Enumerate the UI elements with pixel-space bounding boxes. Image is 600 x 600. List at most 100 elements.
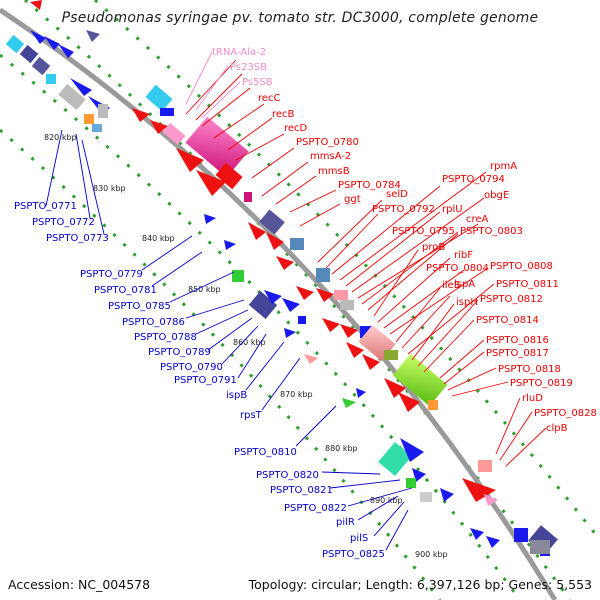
gene-label-PSPTO_0785: PSPTO_0785: [108, 301, 171, 312]
leader-line: [201, 81, 241, 119]
feature-arrow: [342, 398, 356, 408]
leader-line: [261, 161, 309, 197]
feature-arrow: [282, 298, 300, 312]
feature-arrow: [470, 528, 484, 540]
gene-label-PSPTO_0780: PSPTO_0780: [296, 137, 359, 148]
gene-label-rplU: rplU: [442, 204, 463, 215]
inner-dotted-track-2: [0, 128, 442, 600]
leader-lines-rna: [185, 51, 241, 119]
feature-arrow: [58, 44, 74, 58]
tick-830: 830 kbp: [93, 184, 126, 193]
leader-line: [447, 367, 497, 391]
tick-840: 840 kbp: [142, 234, 175, 243]
gene-label-PSPTO_0828: PSPTO_0828: [534, 408, 597, 419]
feature-block: [420, 492, 432, 502]
gene-label-rpmA: rpmA: [490, 161, 517, 172]
gene-label-PSPTO_0819: PSPTO_0819: [510, 378, 573, 389]
outer-dotted-track: [24, 0, 572, 600]
map-title: Pseudomonas syringae pv. tomato str. DC3…: [61, 10, 539, 26]
gene-label-Ps23SB: Ps23SB: [230, 62, 267, 73]
leader-line: [195, 309, 249, 335]
leader-line: [195, 65, 229, 111]
leader-line: [251, 147, 295, 179]
gene-label-PSPTO_0817: PSPTO_0817: [486, 348, 549, 359]
leader-lines-forward: [185, 59, 547, 467]
feature-arrow: [204, 214, 216, 224]
gene-label-PSPTO_0773: PSPTO_0773: [46, 233, 109, 244]
gene-label-PSPTO_0779: PSPTO_0779: [80, 269, 143, 280]
leader-line: [221, 325, 259, 365]
feature-arrow: [362, 354, 380, 370]
gene-label-PSPTO_0822: PSPTO_0822: [284, 503, 347, 514]
gene-label-PSPTO_0804: PSPTO_0804: [426, 263, 489, 274]
gene-label-PSPTO_0810: PSPTO_0810: [234, 447, 297, 458]
gene-label-creA: creA: [466, 214, 489, 225]
feature-arrow: [400, 438, 424, 462]
gene-label-PSPTO_0786: PSPTO_0786: [122, 317, 185, 328]
feature-block: [232, 270, 244, 282]
feature-arrow: [316, 288, 334, 302]
leader-line: [499, 411, 533, 461]
gene-label-mmsA-2: mmsA-2: [310, 151, 351, 162]
feature-block: [378, 441, 412, 477]
feature-arrow: [224, 240, 236, 250]
feature-arrow: [70, 78, 92, 96]
leader-line: [401, 295, 451, 349]
feature-arrow: [30, 30, 46, 44]
genome-summary-text: Topology: circular; Length: 6,397,126 bp…: [248, 577, 592, 592]
leader-line: [227, 117, 273, 151]
leader-line: [411, 303, 455, 361]
gene-label-PSPTO_0791: PSPTO_0791: [174, 375, 237, 386]
gene-label-Ps5SB: Ps5SB: [242, 77, 273, 88]
leader-line: [75, 133, 91, 219]
gene-label-selD: selD: [386, 189, 408, 200]
feature-block: [58, 83, 86, 111]
feature-block: [259, 209, 285, 235]
feature-arrow: [86, 30, 100, 42]
gene-label-PSPTO_0789: PSPTO_0789: [148, 347, 211, 358]
gene-label-ispB: ispB: [226, 390, 247, 401]
feature-arrow: [248, 222, 266, 240]
feature-block: [428, 400, 438, 410]
tick-900: 900 kbp: [415, 550, 448, 559]
leader-line: [423, 319, 475, 373]
feature-arrow: [132, 108, 150, 122]
gene-label-PSPTO_0814: PSPTO_0814: [476, 315, 539, 326]
feature-block: [162, 122, 186, 146]
feature-arrow: [296, 286, 314, 300]
leader-line: [81, 139, 105, 235]
feature-arrow: [284, 328, 296, 338]
leader-line: [345, 211, 441, 287]
leader-line: [295, 405, 337, 447]
gene-label-lspA: lspA: [454, 279, 475, 290]
feature-block: [31, 56, 51, 76]
gene-label-tRNA-Ala-2: tRNA-Ala-2: [212, 47, 266, 58]
leader-line: [325, 213, 379, 269]
gene-label-PSPTO_0816: PSPTO_0816: [486, 335, 549, 346]
leader-line: [395, 287, 441, 343]
leader-line: [357, 495, 399, 521]
leader-line: [299, 203, 341, 227]
leader-lines-reverse: [45, 129, 413, 551]
feature-block: [145, 84, 173, 112]
feature-block: [384, 350, 398, 360]
gene-label-PSPTO_0811: PSPTO_0811: [496, 279, 559, 290]
feature-block: [298, 316, 306, 324]
feature-block: [290, 238, 304, 250]
leader-line: [201, 87, 251, 127]
gene-label-PSPTO_0795: PSPTO_0795: [392, 226, 455, 237]
gene-label-PSPTO_0808: PSPTO_0808: [490, 261, 553, 272]
feature-arrow: [150, 120, 168, 134]
leader-line: [213, 103, 265, 139]
gene-label-PSPTO_0821: PSPTO_0821: [270, 485, 333, 496]
gene-label-pilS: pilS: [350, 533, 368, 544]
leader-line: [389, 267, 489, 335]
feature-arrow: [44, 36, 60, 50]
leader-line: [195, 73, 243, 121]
gene-label-ispH: ispH: [456, 297, 478, 308]
gene-label-PSPTO_0803: PSPTO_0803: [460, 226, 523, 237]
leader-line: [169, 271, 235, 303]
leader-line: [321, 471, 381, 475]
